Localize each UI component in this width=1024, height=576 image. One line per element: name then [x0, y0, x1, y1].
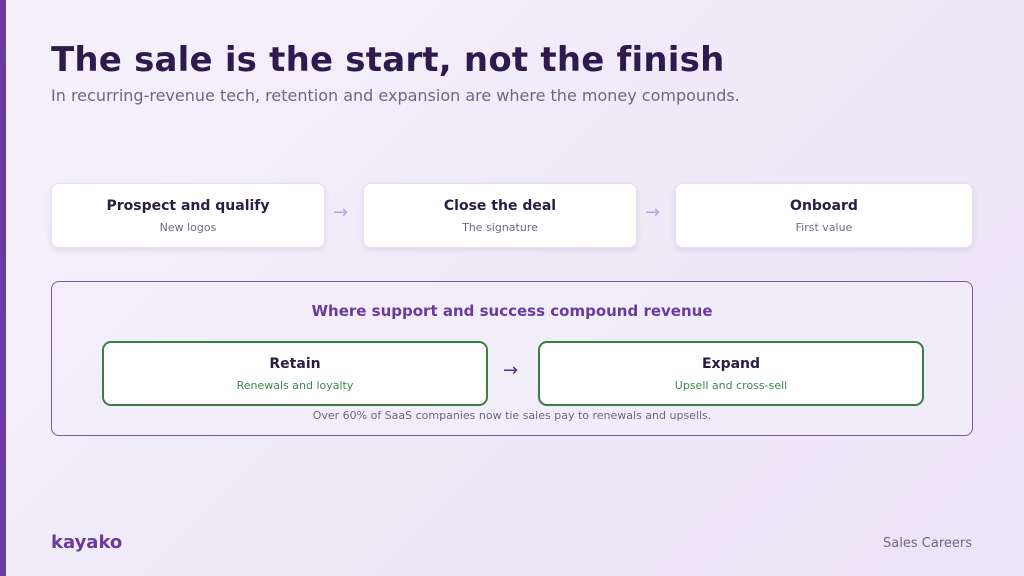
stage-subtitle: The signature	[462, 220, 538, 234]
stage-card-retain: Retain Renewals and loyalty	[102, 341, 488, 406]
kayako-logo: kayako	[51, 532, 123, 553]
arrow-right-icon: →	[503, 360, 519, 381]
stage-title: Retain	[269, 355, 321, 372]
stage-card-close: Close the deal The signature	[363, 183, 637, 248]
page-title: The sale is the start, not the finish	[51, 40, 725, 80]
stage-card-onboard: Onboard First value	[675, 183, 973, 248]
panel-title: Where support and success compound reven…	[311, 302, 713, 320]
footer-section-label: Sales Careers	[883, 536, 972, 551]
arrow-right-icon: →	[333, 202, 349, 223]
arrow-right-icon: →	[645, 202, 661, 223]
stage-card-prospect: Prospect and qualify New logos	[51, 183, 325, 248]
stage-title: Expand	[701, 355, 761, 372]
panel-footnote: Over 60% of SaaS companies now tie sales…	[312, 409, 712, 422]
stage-subtitle: Upsell and cross-sell	[674, 378, 788, 392]
compound-revenue-panel: Where support and success compound reven…	[51, 281, 973, 436]
stage-subtitle: Renewals and loyalty	[236, 378, 354, 392]
stage-title: Prospect and qualify	[106, 197, 270, 214]
stage-card-expand: Expand Upsell and cross-sell	[538, 341, 924, 406]
stage-title: Close the deal	[443, 197, 557, 214]
accent-bar	[0, 0, 6, 576]
stage-subtitle: First value	[795, 220, 853, 234]
page-subtitle: In recurring-revenue tech, retention and…	[51, 86, 740, 105]
stage-subtitle: New logos	[159, 220, 217, 234]
stage-title: Onboard	[790, 197, 858, 214]
